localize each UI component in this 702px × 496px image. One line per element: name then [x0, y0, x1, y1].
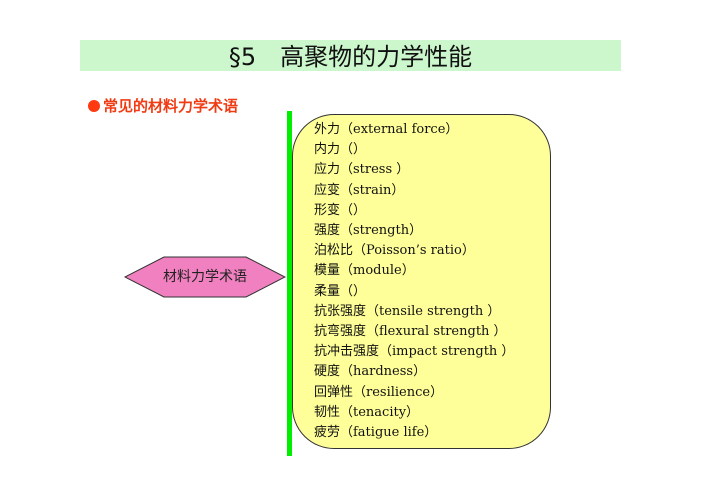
term-item: 泊松比（Poisson’s ratio） [314, 243, 475, 259]
term-item: 外力（external force） [314, 122, 459, 137]
term-item: 疲劳（fatigue life） [314, 425, 438, 441]
term-item: 柔量（） [314, 283, 367, 299]
term-item: 强度（strength） [314, 223, 423, 239]
term-item: 抗冲击强度（impact strength ） [314, 344, 515, 360]
term-item: 模量（module） [314, 263, 415, 279]
subtitle-text: 常见的材料力学术语 [103, 97, 239, 115]
term-item: 内力（） [314, 142, 367, 158]
term-item: 应力（stress ） [314, 162, 410, 178]
terms-box [292, 114, 551, 449]
term-item: 韧性（tenacity） [314, 404, 420, 420]
terms-list: 外力（external force） 内力（） 应力（stress ） 应变（s… [314, 120, 514, 443]
term-item: 硬度（hardness） [314, 364, 427, 380]
term-item: 回弹性（resilience） [314, 384, 444, 400]
hexagon-label: 材料力学术语 [163, 269, 247, 285]
hexagon-shape [124, 256, 286, 298]
bullet-icon [88, 100, 100, 112]
term-item: 抗张强度（tensile strength ） [314, 303, 501, 319]
term-item: 抗弯强度（flexural strength ） [314, 324, 507, 340]
green-divider [287, 111, 292, 456]
term-item: 应变（strain） [314, 182, 405, 198]
section-subtitle: 常见的材料力学术语 [88, 95, 238, 116]
page-title: §5 高聚物的力学性能 [80, 40, 621, 71]
term-item: 形变（） [314, 202, 367, 218]
